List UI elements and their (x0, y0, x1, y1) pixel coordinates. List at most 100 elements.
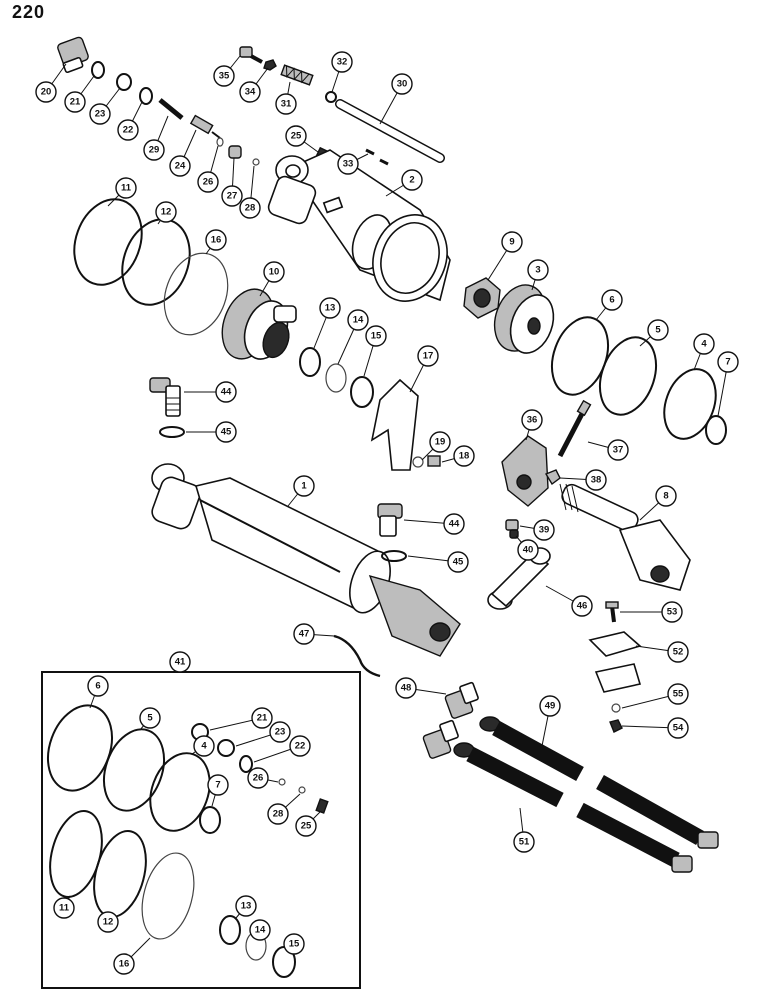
part-callout-21: 21 (64, 91, 86, 113)
part-callout-label: 38 (591, 475, 602, 486)
part-callout-26: 26 (197, 171, 219, 193)
kit-part-callout-label: 25 (301, 821, 312, 832)
kit-ring-6-shape (47, 704, 113, 792)
kit-part-callout-13: 13 (235, 895, 257, 917)
part-callout-label: 9 (509, 237, 514, 248)
kit-part-callout-label: 26 (253, 773, 264, 784)
kit-part-callout-circle (267, 803, 289, 825)
part-callout-label: 23 (95, 109, 106, 120)
part-callout-circle (215, 381, 237, 403)
kit-ring-12-shape (93, 830, 147, 918)
part-callout-label: 27 (227, 191, 238, 202)
adapter-48b-shape (422, 719, 459, 759)
nut-54-shape (609, 719, 623, 733)
part-callout-circle (667, 683, 689, 705)
part-callout-label: 44 (449, 519, 460, 530)
part-callout-label: 13 (325, 303, 336, 314)
part-callout-circle (527, 259, 549, 281)
part-callout-39: 39 (533, 519, 555, 541)
kit-part-callout-label: 23 (275, 727, 286, 738)
kit-ring-22-shape (239, 755, 253, 773)
part-callout-48: 48 (395, 677, 417, 699)
part-callout-22: 22 (117, 119, 139, 141)
part-callout-label: 21 (70, 97, 81, 108)
part-callout-label: 45 (453, 557, 464, 568)
ring-45b-shape (381, 550, 407, 562)
part-callout-label: 32 (337, 57, 348, 68)
hose-49-shape (479, 716, 719, 849)
part-callout-30: 30 (391, 73, 413, 95)
kit-part-callout-label: 4 (201, 741, 207, 752)
part-callout-circle (401, 169, 423, 191)
kit-part-callout-label: 6 (95, 681, 100, 692)
part-callout-label: 35 (219, 71, 230, 82)
part-callout-35: 35 (213, 65, 235, 87)
part-callout-circle (447, 551, 469, 573)
part-callout-circle (239, 81, 261, 103)
ring-7-shape (705, 415, 727, 445)
part-callout-label: 40 (523, 545, 534, 556)
part-callout-circle (661, 601, 683, 623)
part-callout-label: 34 (245, 87, 256, 98)
kit-part-callout-circle (249, 919, 271, 941)
part-callout-24: 24 (169, 155, 191, 177)
kit-part-callout-circle (235, 895, 257, 917)
part-callout-20: 20 (35, 81, 57, 103)
part-callout-circle (693, 333, 715, 355)
part-callout-36: 36 (521, 409, 543, 431)
part-callout-circle (607, 439, 629, 461)
block-36-shape (501, 435, 549, 507)
kit-part-callout-circle (207, 774, 229, 796)
part-callout-circle (647, 319, 669, 341)
kit-part-callout-16: 16 (113, 953, 135, 975)
part-callout-label: 11 (121, 183, 132, 194)
part-callout-label: 51 (519, 837, 530, 848)
part-callout-circle (213, 65, 235, 87)
part-callout-53: 53 (661, 601, 683, 623)
part-callout-label: 49 (545, 701, 556, 712)
kit-ring-23-shape (217, 739, 235, 757)
part-callout-label: 20 (41, 87, 52, 98)
pin-46-shape (487, 547, 551, 610)
part-callout-28: 28 (239, 197, 261, 219)
cylinder-1-shape (151, 463, 461, 657)
part-callout-circle (89, 103, 111, 125)
adapter-48a-shape (444, 681, 479, 719)
part-callout-label: 1 (301, 481, 307, 492)
part-callout-label: 28 (245, 203, 256, 214)
kit-ring-26-shape (278, 778, 286, 786)
kit-ring-4-shape (149, 752, 211, 832)
part-callout-circle (293, 475, 315, 497)
part-callout-circle (667, 641, 689, 663)
kit-part-callout-label: 11 (59, 903, 70, 914)
bolt-37-shape (557, 408, 587, 458)
part-callout-circle (197, 171, 219, 193)
kit-part-callout-label: 5 (147, 713, 153, 724)
kit-part-callout-23: 23 (269, 721, 291, 743)
part-callout-label: 55 (673, 689, 684, 700)
screw-53-head (605, 601, 619, 609)
part-callout-label: 47 (299, 629, 310, 640)
kit-part-callout-circle (97, 911, 119, 933)
kit-part-callout-14: 14 (249, 919, 271, 941)
part-callout-label: 25 (291, 131, 302, 142)
part-callout-52: 52 (667, 641, 689, 663)
part-callout-38: 38 (585, 469, 607, 491)
part-callout-circle (443, 513, 465, 535)
part-callout-6: 6 (601, 289, 623, 311)
kit-part-callout-15: 15 (283, 933, 305, 955)
part-callout-circle (64, 91, 86, 113)
kit-part-callout-11: 11 (53, 897, 75, 919)
barrel-2-shape (267, 149, 451, 302)
kit-part-callout-circle (269, 721, 291, 743)
part-callout-label: 44 (221, 387, 232, 398)
part-callout-circle (717, 351, 739, 373)
part-callout-circle (513, 831, 535, 853)
part-callout-label: 2 (409, 175, 414, 186)
clip-47-shape (333, 634, 381, 678)
elbow-44a-shape (149, 377, 181, 417)
part-callout-circle (417, 345, 439, 367)
part-callout-circle (117, 119, 139, 141)
kit-ring-5-shape (103, 728, 165, 812)
pin-33a-shape (365, 148, 375, 156)
